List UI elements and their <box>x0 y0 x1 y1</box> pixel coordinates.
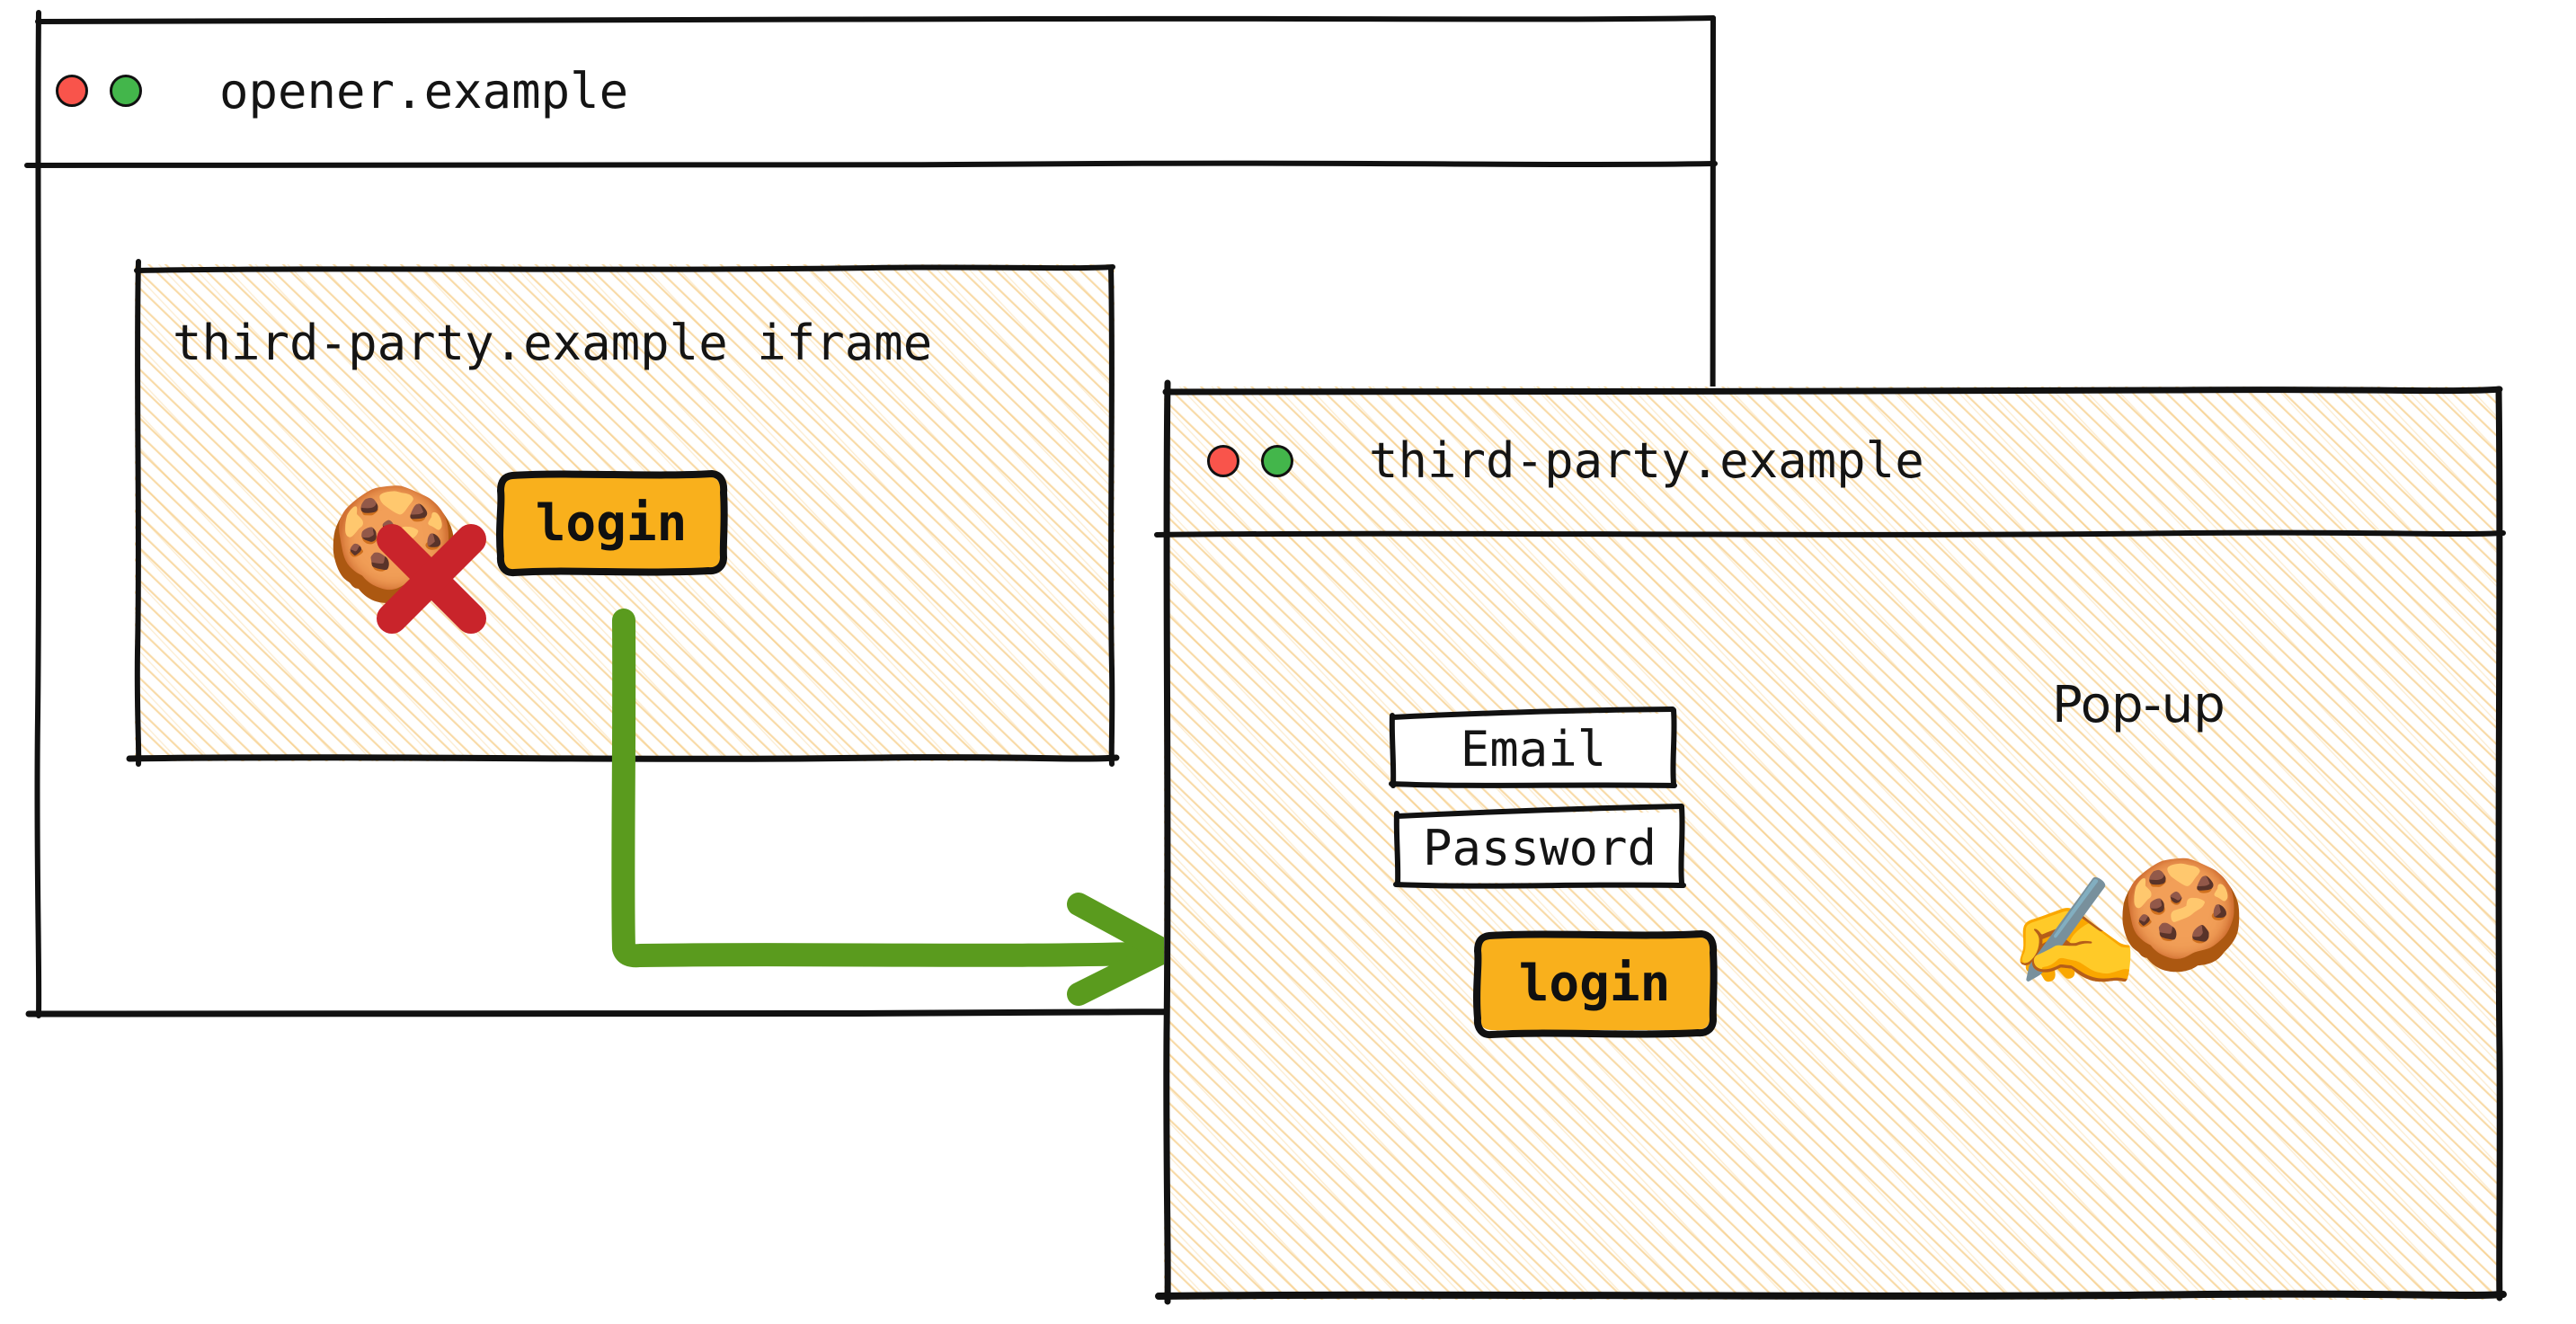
popup-login-button-group[interactable]: login <box>1468 926 1721 1041</box>
blocked-cookie-group: 🍪 <box>325 489 505 651</box>
popup-traffic-lights <box>1207 444 1293 477</box>
email-field-group[interactable]: Email <box>1389 706 1677 789</box>
close-dot[interactable] <box>1207 444 1239 477</box>
popup-window-frame <box>1154 379 2507 1305</box>
password-field-group[interactable]: Password <box>1393 804 1686 889</box>
close-dot[interactable] <box>56 75 88 107</box>
popup-login-button-outline <box>1473 930 1718 1039</box>
cookie-icon: 🍪 <box>2115 852 2247 976</box>
opener-traffic-lights <box>56 75 142 107</box>
maximize-dot[interactable] <box>110 75 142 107</box>
password-field-border <box>1393 804 1686 889</box>
iframe-origin-label: third-party.example iframe <box>173 315 933 371</box>
password-field[interactable]: Password <box>1399 813 1680 883</box>
writing-hand-icon: ✍️ <box>2009 870 2141 994</box>
email-field-border <box>1389 706 1677 788</box>
maximize-dot[interactable] <box>1261 444 1293 477</box>
blocked-x-icon <box>377 524 486 634</box>
iframe-border <box>126 259 1120 767</box>
opener-window-title: opener.example <box>219 62 629 120</box>
popup-window: third-party.example Pop-up Email Passwor… <box>1154 379 2507 1305</box>
iframe-login-button-outline <box>496 470 728 577</box>
opener-titlebar: opener.example <box>36 16 1715 165</box>
iframe-login-button-group[interactable]: login <box>493 467 730 579</box>
popup-hatch-background <box>1164 387 2501 1300</box>
popup-login-button[interactable]: login <box>1479 937 1710 1030</box>
popup-window-title: third-party.example <box>1369 432 1924 489</box>
popup-annotation-label: Pop-up <box>2052 676 2225 734</box>
email-field[interactable]: Email <box>1394 714 1673 784</box>
iframe-login-button[interactable]: login <box>502 476 721 570</box>
popup-titlebar: third-party.example <box>1164 387 2501 535</box>
